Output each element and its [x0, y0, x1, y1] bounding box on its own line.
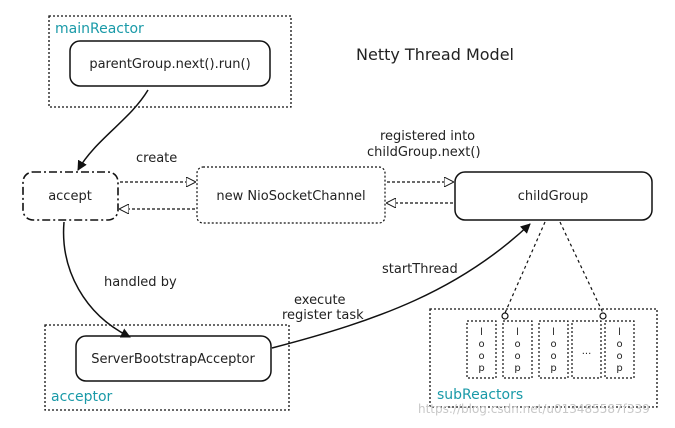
new-channel-node [196, 166, 386, 224]
edge-label-handled-by: handled by [104, 275, 177, 290]
accept-label: accept [48, 189, 92, 204]
event-loop-letter: l [516, 327, 519, 338]
event-loop-box [502, 320, 533, 379]
event-loop-ellipsis: ... [582, 346, 592, 357]
edge-label-execute-line1: execute [294, 293, 346, 308]
event-loop-letter: p [478, 363, 484, 374]
event-loop-letter: o [616, 351, 622, 362]
event-loop-letter: o [478, 351, 484, 362]
event-loop-letter: o [514, 351, 520, 362]
edge-label-registered-line1: registered into [380, 129, 475, 144]
loop-connector-left [501, 312, 509, 320]
edge-label-start-thread: startThread [382, 262, 458, 277]
parent-group-run-node [69, 40, 271, 87]
sub-reactors-label: subReactors [437, 387, 523, 403]
event-loop-letter: l [618, 327, 621, 338]
edge-acceptor-to-childgroup [271, 223, 531, 349]
main-reactor-label: mainReactor [55, 21, 144, 37]
event-loop-letter: l [552, 327, 555, 338]
acceptor-group-box [44, 324, 290, 411]
event-loop-letter: o [616, 339, 622, 350]
child-group-label: childGroup [518, 189, 588, 204]
watermark: https://blog.csdn.net/u013485587f339 [418, 402, 650, 416]
event-loop-letter: o [514, 339, 520, 350]
edge-label-create: create [136, 151, 177, 166]
edge-childgroup-to-loop-left [504, 221, 546, 314]
edge-run-to-accept [77, 89, 149, 171]
server-bootstrap-acceptor-node [75, 335, 272, 382]
event-loop-letter: o [478, 339, 484, 350]
parent-group-run-label: parentGroup.next().run() [89, 57, 250, 72]
edge-label-execute-line2: register task [282, 308, 364, 323]
server-bootstrap-acceptor-label: ServerBootstrapAcceptor [91, 352, 255, 367]
loop-connector-right [599, 312, 607, 320]
event-loop-letter: o [550, 351, 556, 362]
edge-childgroup-to-loop-right [559, 221, 604, 314]
event-loop-box [538, 320, 569, 379]
event-loop-letter: p [616, 363, 622, 374]
main-reactor-group-box [48, 15, 292, 108]
event-loop-box [466, 320, 497, 379]
event-loop-letter: l [480, 327, 483, 338]
event-loop-letter: p [550, 363, 556, 374]
new-channel-label: new NioSocketChannel [216, 189, 365, 204]
event-loop-letter: o [550, 339, 556, 350]
event-loop-ellipsis-box [571, 320, 602, 379]
event-loop-box [604, 320, 635, 379]
accept-node [22, 171, 119, 221]
edge-label-registered-line2: childGroup.next() [367, 145, 481, 160]
acceptor-label: acceptor [51, 389, 113, 405]
event-loop-letter: p [514, 363, 520, 374]
child-group-node [454, 171, 653, 221]
sub-reactors-group-box [429, 308, 658, 408]
edge-accept-to-acceptor [62, 221, 131, 338]
diagram-title: Netty Thread Model [356, 45, 514, 64]
